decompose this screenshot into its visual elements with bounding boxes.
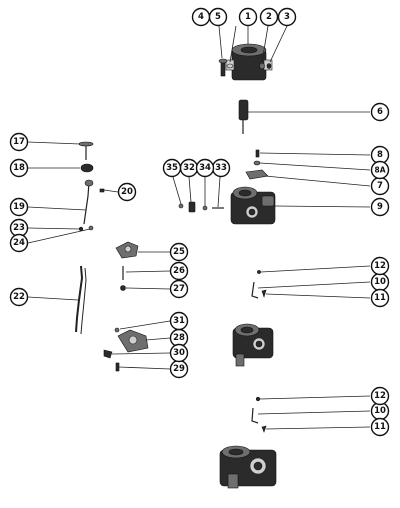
callout-label: 26 xyxy=(173,266,185,276)
part-17-24-linkage xyxy=(78,141,105,232)
callout-label: 3 xyxy=(284,12,290,22)
callout-11-upper: 11 xyxy=(370,288,390,308)
callout-label: 29 xyxy=(173,364,185,374)
callout-27: 27 xyxy=(169,279,189,299)
callout-2: 2 xyxy=(259,7,279,27)
part-10-12-upper xyxy=(251,270,267,299)
callout-label: 9 xyxy=(377,202,383,212)
callout-11-lower: 11 xyxy=(370,417,390,437)
callout-29: 29 xyxy=(169,359,189,379)
callout-label: 4 xyxy=(198,12,204,22)
callout-34: 34 xyxy=(195,158,215,178)
part-1-housing xyxy=(225,43,273,81)
callout-label: 12 xyxy=(374,261,386,271)
callout-label: 5 xyxy=(215,12,221,22)
callout-label: 23 xyxy=(13,223,25,233)
callout-label: 7 xyxy=(377,181,383,191)
part-2-3-nut-washer xyxy=(259,62,272,70)
callout-19: 19 xyxy=(9,197,29,217)
callout-label: 12 xyxy=(374,391,386,401)
callout-label: 11 xyxy=(374,293,386,303)
callout-32: 32 xyxy=(179,158,199,178)
callout-30: 30 xyxy=(169,343,189,363)
callout-10-upper: 10 xyxy=(370,272,390,292)
part-25-27-lever-spring xyxy=(115,241,139,291)
callout-12-lower: 12 xyxy=(370,386,390,406)
part-6-plunger xyxy=(238,99,249,134)
callout-label: 1 xyxy=(245,12,251,22)
callout-12-upper: 12 xyxy=(370,256,390,276)
callout-label: 18 xyxy=(13,163,25,173)
callout-label: 19 xyxy=(13,202,25,212)
callout-label: 34 xyxy=(199,163,211,173)
callout-3: 3 xyxy=(277,7,297,27)
callout-label: 22 xyxy=(13,292,25,302)
callout-label: 28 xyxy=(173,333,185,343)
callout-label: 11 xyxy=(374,422,386,432)
callout-label: 6 xyxy=(377,107,383,117)
callout-6: 6 xyxy=(370,102,390,122)
callout-label: 32 xyxy=(183,163,195,173)
callout-18: 18 xyxy=(9,158,29,178)
callout-label: 10 xyxy=(374,277,386,287)
callout-9: 9 xyxy=(370,197,390,217)
callout-31: 31 xyxy=(169,311,189,331)
part-28-31-diaphragm-cover xyxy=(103,327,149,372)
callout-35: 35 xyxy=(162,158,182,178)
callout-25: 25 xyxy=(169,242,189,262)
part-8-7-fittings xyxy=(245,149,269,180)
callout-26: 26 xyxy=(169,261,189,281)
callout-1: 1 xyxy=(238,7,258,27)
callout-label: 10 xyxy=(374,406,386,416)
part-10-12-lower xyxy=(251,396,267,433)
callout-label: 8A xyxy=(374,166,385,175)
part-4-5-screw-washer xyxy=(218,58,234,77)
part-32-35-small-parts xyxy=(178,201,224,213)
leader-lines xyxy=(27,25,371,430)
callout-label: 30 xyxy=(173,348,185,358)
callout-label: 8 xyxy=(377,150,383,160)
part-22-rod xyxy=(75,265,87,335)
callout-4: 4 xyxy=(191,7,211,27)
part-carburetor-bottom xyxy=(219,445,277,489)
callout-label: 31 xyxy=(173,316,185,326)
callout-17: 17 xyxy=(9,132,29,152)
callout-label: 24 xyxy=(13,238,25,248)
callout-24: 24 xyxy=(9,233,29,253)
callout-label: 17 xyxy=(13,137,25,147)
callout-label: 2 xyxy=(266,12,272,22)
callout-8a: 8A xyxy=(370,160,390,180)
callout-22: 22 xyxy=(9,287,29,307)
callout-20: 20 xyxy=(117,182,137,202)
callout-7: 7 xyxy=(370,176,390,196)
callout-label: 35 xyxy=(166,163,178,173)
callout-label: 33 xyxy=(215,163,227,173)
part-9-carburetor-body xyxy=(230,186,276,225)
callout-5: 5 xyxy=(208,7,228,27)
callout-label: 20 xyxy=(121,187,133,197)
part-carburetor-middle xyxy=(232,323,274,367)
callout-label: 27 xyxy=(173,284,185,294)
callout-label: 25 xyxy=(173,247,185,257)
callout-33: 33 xyxy=(211,158,231,178)
